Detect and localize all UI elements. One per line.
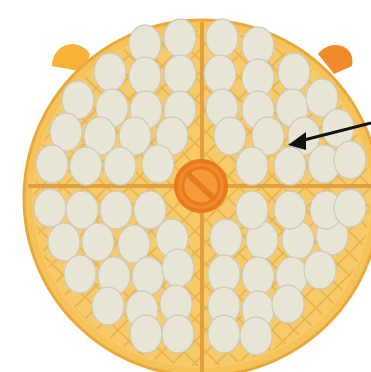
egg <box>34 189 66 227</box>
center-turning-knob <box>176 161 226 211</box>
egg <box>240 317 272 355</box>
egg <box>132 257 164 295</box>
egg <box>206 19 238 57</box>
egg <box>214 117 246 155</box>
egg <box>272 285 304 323</box>
egg <box>242 257 274 295</box>
egg <box>64 255 96 293</box>
egg <box>162 315 194 353</box>
egg <box>94 53 126 91</box>
egg <box>164 19 196 57</box>
egg <box>278 53 310 91</box>
egg <box>100 191 132 229</box>
egg <box>36 145 68 183</box>
egg <box>274 147 306 185</box>
egg <box>210 219 242 257</box>
egg <box>236 147 268 185</box>
egg <box>130 315 162 353</box>
egg <box>304 251 336 289</box>
egg <box>208 315 240 353</box>
egg <box>70 147 102 185</box>
egg <box>164 55 196 93</box>
egg <box>129 57 161 95</box>
egg <box>142 145 174 183</box>
egg <box>82 223 114 261</box>
egg <box>334 189 366 227</box>
egg <box>92 287 124 325</box>
egg <box>334 141 366 179</box>
egg <box>204 55 236 93</box>
egg <box>274 191 306 229</box>
egg <box>236 191 268 229</box>
egg <box>104 147 136 185</box>
egg <box>162 249 194 287</box>
